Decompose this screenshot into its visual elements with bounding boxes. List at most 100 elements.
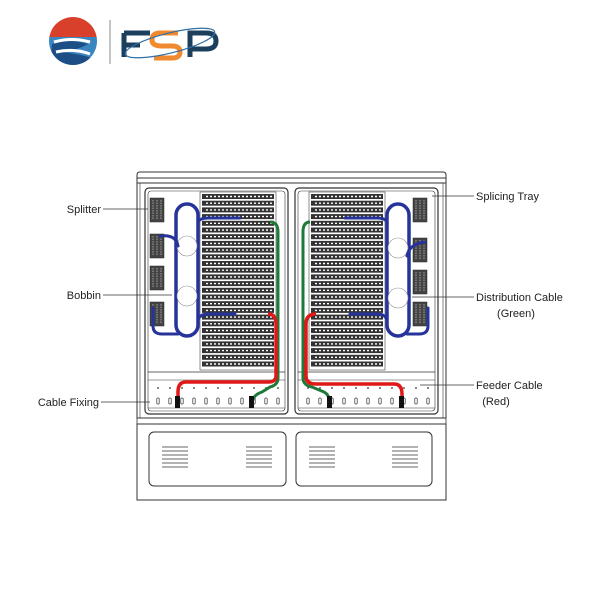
fixing-dot	[403, 387, 405, 389]
splicing-tray-stack-left	[199, 191, 277, 371]
splitter-module	[412, 269, 428, 295]
splicing-tray	[311, 207, 383, 213]
splicing-tray	[202, 361, 274, 367]
fixing-dot	[217, 387, 219, 389]
splitter-module	[149, 233, 165, 259]
fixing-dot	[277, 387, 279, 389]
splicing-tray	[311, 341, 383, 347]
fixing-dot	[331, 387, 333, 389]
fixing-dot	[169, 387, 171, 389]
fixing-dot	[193, 387, 195, 389]
splicing-tray	[202, 207, 274, 213]
splicing-tray	[311, 294, 383, 300]
splicing-tray	[202, 287, 274, 293]
splicing-tray	[311, 200, 383, 206]
splicing-tray	[202, 254, 274, 260]
fixing-dot	[229, 387, 231, 389]
splicing-tray	[202, 247, 274, 253]
fixing-dot	[343, 387, 345, 389]
splicing-tray	[202, 227, 274, 233]
label-cable-fixing: Cable Fixing	[38, 397, 99, 409]
fixing-dot	[391, 387, 393, 389]
splicing-tray	[202, 234, 274, 240]
splitter-module	[412, 301, 428, 327]
splicing-tray	[311, 254, 383, 260]
fixing-clip	[342, 397, 346, 405]
feeder-cable	[176, 312, 404, 405]
fixing-clip	[306, 397, 310, 405]
fixing-clip	[414, 397, 418, 405]
fixing-clip	[180, 397, 184, 405]
fixing-clip	[192, 397, 196, 405]
fixing-clip	[318, 397, 322, 405]
fixing-dot	[379, 387, 381, 389]
vent-grille	[392, 446, 418, 468]
splicing-tray	[202, 281, 274, 287]
splicing-tray	[311, 227, 383, 233]
cabinet-base	[136, 417, 447, 501]
fixing-clip	[354, 397, 358, 405]
fixing-dot	[241, 387, 243, 389]
splitter-module	[149, 197, 165, 223]
splicing-tray	[311, 194, 383, 199]
vent-grille	[309, 446, 335, 468]
splicing-tray	[202, 200, 274, 206]
label-splicing-tray: Splicing Tray	[476, 191, 539, 203]
logo-wordmark	[121, 27, 219, 61]
splicing-tray	[202, 334, 274, 340]
splicing-tray	[202, 328, 274, 333]
fixing-dot	[355, 387, 357, 389]
fixing-clip	[426, 397, 430, 405]
vent-grilles	[162, 446, 418, 468]
cabinet-top	[136, 171, 447, 184]
splicing-tray	[311, 274, 383, 280]
fixing-dot	[253, 387, 255, 389]
splicing-tray	[311, 321, 383, 327]
splicing-tray	[202, 194, 274, 199]
splicing-tray	[202, 274, 274, 280]
fixing-clip	[378, 397, 382, 405]
splicing-tray	[311, 354, 383, 360]
fixing-clip	[216, 397, 220, 405]
fixing-clip	[276, 397, 280, 405]
fixing-clip	[168, 397, 172, 405]
vent-grille	[246, 446, 272, 468]
splicing-tray	[311, 281, 383, 287]
label-feeder-cable: Feeder Cable	[476, 380, 543, 392]
splicing-tray	[311, 261, 383, 266]
splicing-tray	[202, 348, 274, 354]
splitter-group	[149, 197, 428, 327]
splicing-tray	[202, 314, 274, 320]
splicing-tray	[311, 267, 383, 273]
bobbin-right	[385, 202, 411, 338]
splicing-tray	[202, 301, 274, 307]
fixing-dot	[157, 387, 159, 389]
splicing-tray	[311, 307, 383, 313]
splicing-tray	[311, 220, 383, 226]
splicing-tray	[311, 334, 383, 340]
splicing-tray	[202, 307, 274, 313]
fixing-clip	[204, 397, 208, 405]
splicing-tray	[202, 341, 274, 347]
label-distribution-cable-note: (Green)	[497, 308, 535, 320]
fixing-clip	[366, 397, 370, 405]
splicing-tray	[311, 247, 383, 253]
fixing-dot	[415, 387, 417, 389]
splicing-tray	[202, 267, 274, 273]
fixing-dot	[367, 387, 369, 389]
splicing-tray	[311, 301, 383, 307]
brand-logo	[49, 17, 219, 65]
splicing-tray	[311, 240, 383, 246]
splicing-tray	[311, 314, 383, 320]
splitter-module	[149, 265, 165, 291]
fixing-clip	[228, 397, 232, 405]
fixing-dot	[307, 387, 309, 389]
cable-clamps	[175, 396, 404, 408]
splicing-tray	[202, 261, 274, 266]
callout-lines	[101, 195, 474, 403]
splicing-tray	[311, 287, 383, 293]
fixing-clip	[390, 397, 394, 405]
splicing-tray	[202, 294, 274, 300]
splicing-tray	[311, 361, 383, 367]
